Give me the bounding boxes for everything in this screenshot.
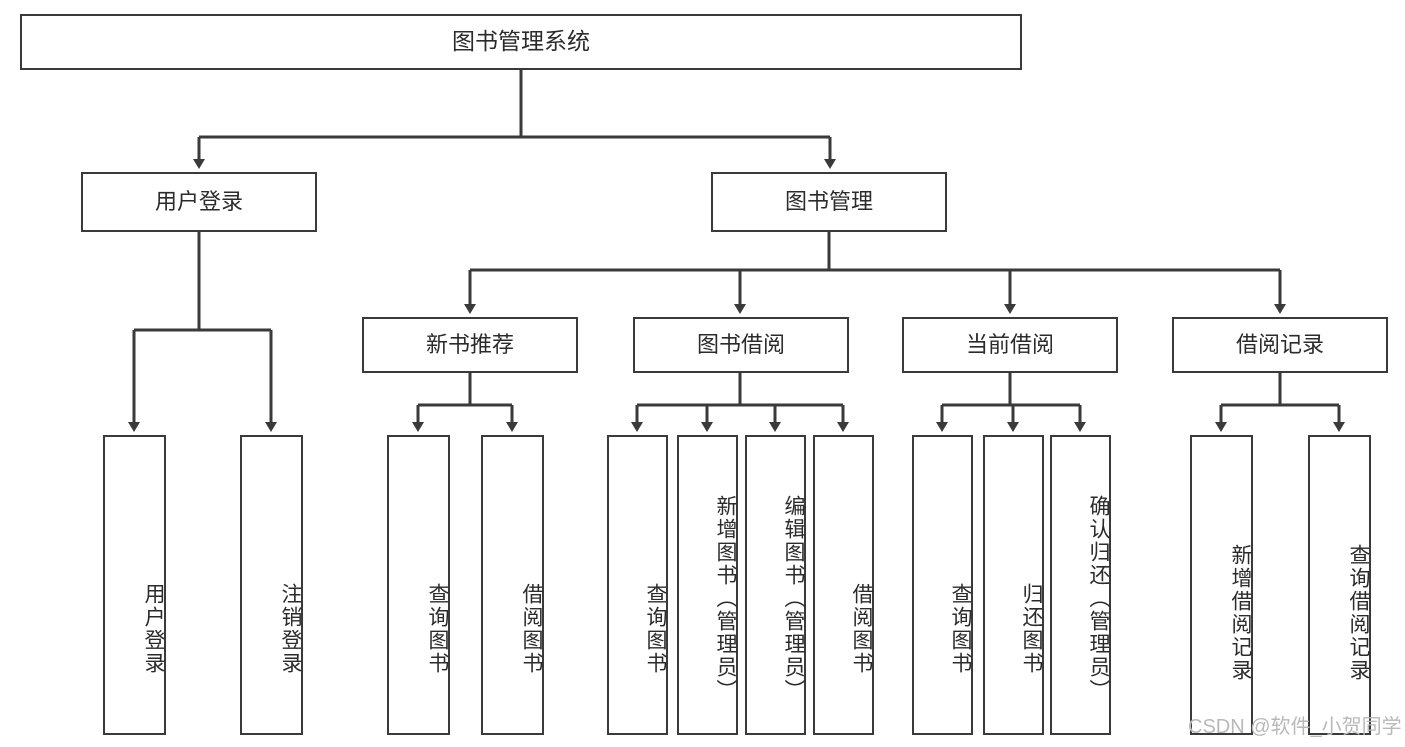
node-current-borrow[interactable]: 当前借阅 <box>902 317 1118 373</box>
leaf-confirm-return-admin[interactable]: 确认归还（管理员） <box>1050 435 1111 735</box>
node-user-login[interactable]: 用户登录 <box>81 172 317 232</box>
leaf-return-book[interactable]: 归还图书 <box>983 435 1044 735</box>
node-label: 查询图书 <box>644 583 667 675</box>
node-label: 图书管理 <box>784 188 873 214</box>
node-label: 新书推荐 <box>425 331 514 357</box>
node-label: 查询图书 <box>426 583 449 675</box>
leaf-query-book-recommend[interactable]: 查询图书 <box>387 435 450 735</box>
node-label: 图书借阅 <box>696 331 785 357</box>
leaf-query-book-borrow[interactable]: 查询图书 <box>607 435 668 735</box>
node-label: 图书管理系统 <box>452 28 590 55</box>
node-label: 借阅图书 <box>520 583 543 675</box>
node-label: 新增借阅记录 <box>1229 544 1252 682</box>
node-new-book-recommend[interactable]: 新书推荐 <box>362 317 578 373</box>
leaf-add-borrow-record[interactable]: 新增借阅记录 <box>1190 435 1253 735</box>
node-label: 用户登录 <box>154 188 243 214</box>
node-label: 归还图书 <box>1020 583 1043 675</box>
node-borrow-record[interactable]: 借阅记录 <box>1172 317 1388 373</box>
node-label: 当前借阅 <box>965 331 1054 357</box>
leaf-add-book-admin[interactable]: 新增图书（管理员） <box>677 435 738 735</box>
node-label: 查询借阅记录 <box>1347 544 1370 682</box>
leaf-query-borrow-record[interactable]: 查询借阅记录 <box>1308 435 1371 735</box>
node-label: 确认归还（管理员） <box>1087 494 1110 702</box>
leaf-edit-book-admin[interactable]: 编辑图书（管理员） <box>745 435 806 735</box>
node-label: 查询图书 <box>949 583 972 675</box>
node-label: 借阅图书 <box>850 583 873 675</box>
leaf-query-book-current[interactable]: 查询图书 <box>912 435 973 735</box>
node-label: 用户登录 <box>142 583 165 675</box>
leaf-borrow-book[interactable]: 借阅图书 <box>813 435 874 735</box>
node-book-borrow[interactable]: 图书借阅 <box>633 317 849 373</box>
leaf-user-login[interactable]: 用户登录 <box>103 435 166 735</box>
node-book-management[interactable]: 图书管理 <box>711 172 947 232</box>
leaf-logout-login[interactable]: 注销登录 <box>240 435 303 735</box>
node-label: 编辑图书（管理员） <box>782 494 805 702</box>
leaf-borrow-book-recommend[interactable]: 借阅图书 <box>481 435 544 735</box>
node-label: 借阅记录 <box>1235 331 1324 357</box>
node-label: 注销登录 <box>279 583 302 675</box>
node-label: 新增图书（管理员） <box>714 494 737 702</box>
node-root[interactable]: 图书管理系统 <box>20 14 1022 70</box>
csdn-watermark: CSDN @软件_小贺同学 <box>1188 716 1402 738</box>
